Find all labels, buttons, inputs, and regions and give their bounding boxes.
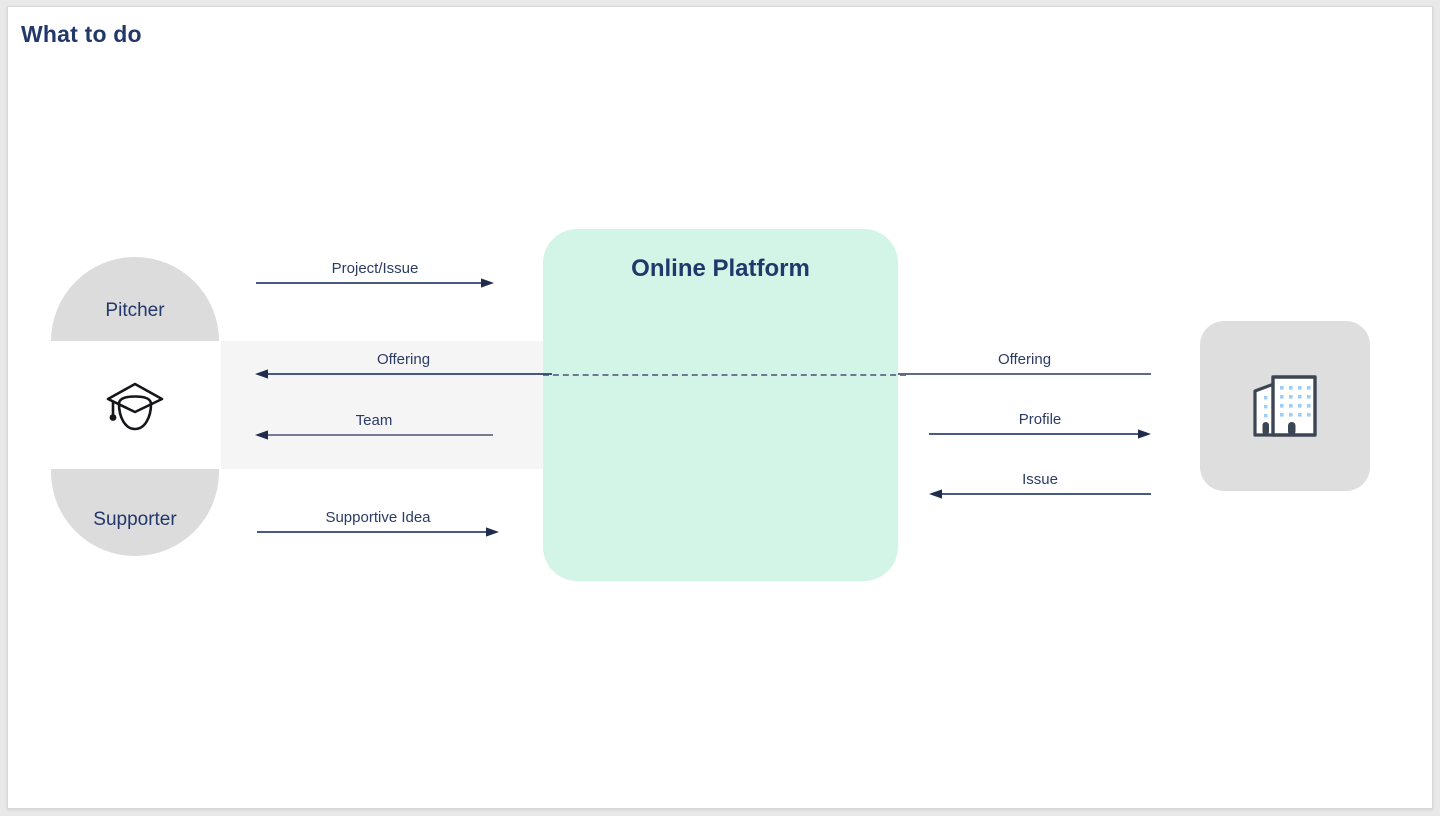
flow-profile-arrow — [929, 429, 1151, 439]
flow-offering-right[interactable]: Offering — [898, 347, 1151, 381]
supporter-label: Supporter — [93, 509, 177, 530]
actor-icon-segment — [51, 341, 219, 469]
flow-supportive-idea-arrow — [257, 527, 499, 537]
flow-team-label: Team — [355, 412, 393, 429]
flow-issue-label: Issue — [1022, 471, 1058, 488]
flow-supportive-idea[interactable]: Supportive Idea — [257, 505, 499, 539]
flow-profile[interactable]: Profile — [929, 407, 1151, 441]
graduation-cap-icon — [106, 382, 164, 431]
flow-project-issue-label: Project/Issue — [331, 260, 419, 277]
flow-project-issue[interactable]: Project/Issue — [256, 256, 494, 290]
flow-project-issue-arrow — [256, 278, 494, 288]
flow-issue-arrow — [929, 489, 1151, 499]
platform-dashed-connector — [543, 374, 906, 376]
page-title: What to do — [21, 21, 142, 47]
flow-offering-left[interactable]: Offering — [255, 347, 552, 381]
flow-offering-left-label: Offering — [376, 351, 431, 368]
pitcher-label: Pitcher — [105, 300, 165, 321]
actor-company[interactable] — [1200, 321, 1370, 491]
flow-team[interactable]: Team — [255, 408, 493, 442]
flow-offering-right-line — [898, 373, 1151, 375]
diagram-canvas: What to do Pitcher Supporter — [7, 6, 1433, 809]
flow-team-arrow — [255, 430, 493, 440]
highlight-band — [221, 341, 543, 469]
online-platform-label: Online Platform — [631, 255, 810, 282]
flow-profile-label: Profile — [1018, 411, 1062, 428]
flow-issue[interactable]: Issue — [929, 467, 1151, 501]
flow-supportive-idea-label: Supportive Idea — [325, 509, 431, 526]
pitcher-segment[interactable] — [51, 257, 219, 341]
office-buildings-icon — [1253, 375, 1317, 437]
actor-pitcher-supporter[interactable]: Pitcher Supporter — [51, 257, 219, 556]
online-platform-box[interactable]: Online Platform — [543, 229, 898, 581]
flow-offering-left-arrow — [255, 369, 552, 379]
flow-offering-right-label: Offering — [997, 351, 1052, 368]
